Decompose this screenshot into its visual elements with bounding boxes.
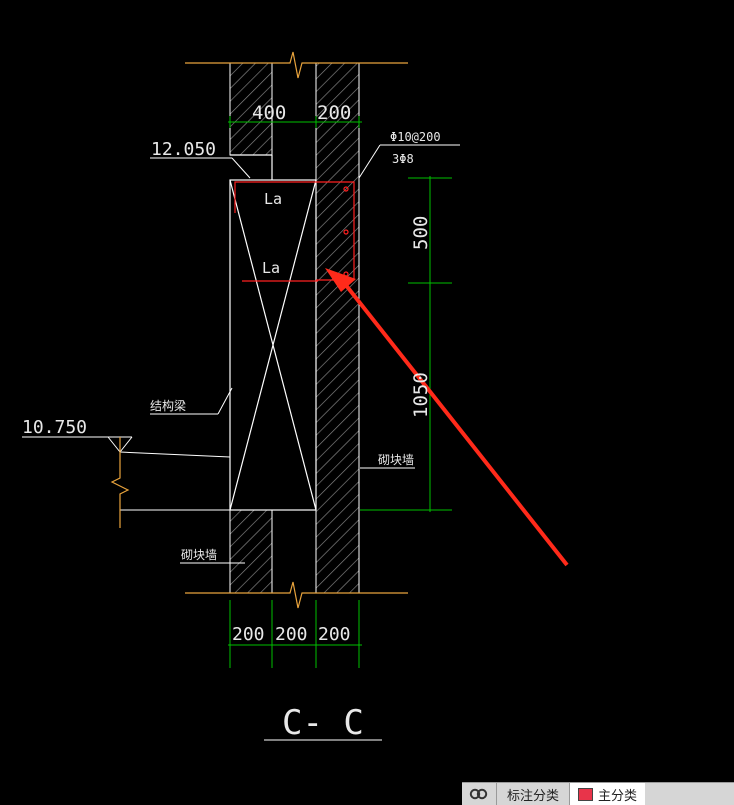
main-category-label: 主分类 bbox=[598, 787, 638, 803]
dim-right-500: 500 bbox=[410, 216, 432, 250]
layer-color-swatch bbox=[578, 787, 594, 801]
link-icon[interactable] bbox=[462, 783, 497, 805]
label-block-wall-right: 砌块墙 bbox=[378, 453, 414, 467]
dim-top-400: 400 bbox=[252, 102, 286, 124]
annotation-category-tab[interactable]: 标注分类 bbox=[497, 783, 571, 805]
dim-bottom-1: 200 bbox=[232, 624, 265, 645]
red-annotation-arrow bbox=[325, 268, 569, 567]
section-title: C- C bbox=[282, 703, 364, 743]
break-lines bbox=[185, 51, 408, 609]
leaders-and-elevations bbox=[22, 144, 460, 741]
dim-right-1050: 1050 bbox=[410, 372, 432, 418]
status-bar: 标注分类 主分类 bbox=[462, 782, 734, 805]
masonry-walls bbox=[229, 62, 360, 594]
vertical-break-line bbox=[110, 437, 130, 528]
rebar-spec-1: Φ10@200 bbox=[390, 130, 441, 144]
dimension-lines bbox=[228, 116, 452, 668]
elevation-top: 12.050 bbox=[151, 139, 216, 160]
dim-bottom-2: 200 bbox=[275, 624, 308, 645]
anchor-label-2: La bbox=[262, 259, 280, 277]
label-block-wall-left: 砌块墙 bbox=[181, 548, 217, 562]
elevation-mid: 10.750 bbox=[22, 417, 87, 438]
anchor-label-1: La bbox=[264, 190, 282, 208]
dim-top-200: 200 bbox=[317, 102, 351, 124]
rebar-spec-2: 3Φ8 bbox=[392, 152, 414, 166]
label-structural-beam: 结构梁 bbox=[150, 398, 186, 413]
main-category-selector[interactable]: 主分类 bbox=[570, 783, 646, 805]
structural-beam bbox=[229, 154, 317, 511]
drawing-labels: 400 200 12.050 Φ10@200 3Φ8 La La 500 105… bbox=[22, 102, 441, 743]
dim-bottom-3: 200 bbox=[318, 624, 351, 645]
